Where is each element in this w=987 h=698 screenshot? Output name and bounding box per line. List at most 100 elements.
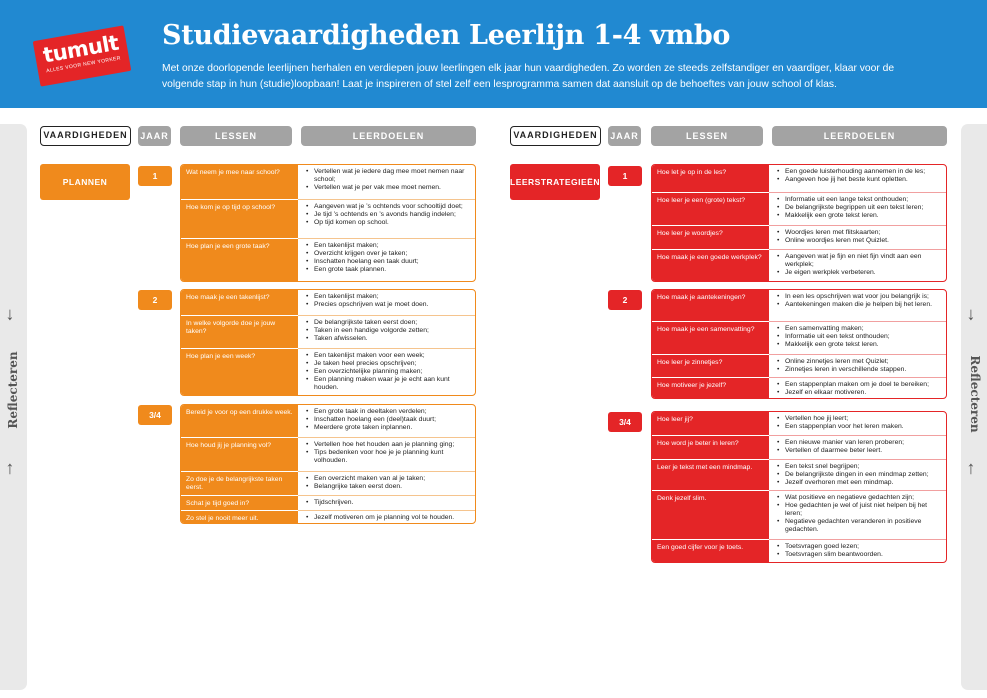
goal-item: Negatieve gedachten veranderen in positi…	[777, 518, 941, 534]
lesson-goals: Een stappenplan maken om je doel te bere…	[769, 378, 946, 398]
goal-item: De belangrijkste taken eerst doen;	[306, 319, 470, 327]
goal-item: Een takenlijst maken;	[306, 242, 470, 250]
lesson-title: Hoe maak je aantekeningen?	[652, 290, 769, 321]
goal-item: Makkelijk een grote tekst leren.	[777, 212, 941, 220]
lesson-goals: Jezelf motiveren om je planning vol te h…	[298, 511, 475, 523]
goal-item: Inschatten hoelang een taak duurt;	[306, 258, 470, 266]
row-divider	[769, 539, 946, 540]
goal-item: Op tijd komen op school.	[306, 219, 470, 227]
colhead-skills-right: VAARDIGHEDEN	[510, 126, 601, 146]
goal-item: Zinnetjes leren in verschillende stappen…	[777, 366, 941, 374]
goal-item: Een grote taak plannen.	[306, 266, 470, 274]
goal-item: Online woordjes leren met Quizlet.	[777, 237, 941, 245]
goal-item: Aantekeningen maken die je helpen bij he…	[777, 301, 941, 309]
reflect-bar-right: → Reflecteren ←	[961, 124, 987, 690]
goal-item: Vertellen wat je per vak mee moet nemen.	[306, 184, 470, 192]
lesson-title: Hoe kom je op tijd op school?	[181, 200, 298, 238]
row-divider	[652, 321, 769, 322]
reflect-label-left: Reflecteren	[6, 351, 20, 429]
goal-item: Inschatten hoelang een (deel)taak duurt;	[306, 416, 470, 424]
lesson-goals: Een overzicht maken van al je taken; Bel…	[298, 472, 475, 495]
row-divider	[298, 348, 475, 349]
row-divider	[652, 225, 769, 226]
goal-item: Een takenlijst maken voor een week;	[306, 352, 470, 360]
row-divider	[769, 192, 946, 193]
goal-item: Een goede luisterhouding aannemen in de …	[777, 168, 941, 176]
goal-item: Tijdschrijven.	[306, 499, 470, 507]
lesson-row[interactable]: Hoe motiveer je jezelf? Een stappenplan …	[652, 378, 946, 398]
goal-item: Woordjes leren met flitskaarten;	[777, 229, 941, 237]
lesson-goals: Tijdschrijven.	[298, 496, 475, 510]
lesson-row[interactable]: In welke volgorde doe je jouw taken? De …	[181, 316, 475, 348]
row-divider	[652, 435, 769, 436]
goal-item: Belangrijke taken eerst doen.	[306, 483, 470, 491]
year-badge: 2	[138, 290, 172, 310]
goal-item: Taken in een handige volgorde zetten;	[306, 327, 470, 335]
lesson-title: Hoe plan je een week?	[181, 349, 298, 395]
lesson-title: In welke volgorde doe je jouw taken?	[181, 316, 298, 348]
lesson-goals: Vertellen hoe jij leert; Een stappenplan…	[769, 412, 946, 435]
reflect-bar-left: → Reflecteren ←	[0, 124, 27, 690]
lesson-row[interactable]: Hoe houd jij je planning vol? Vertellen …	[181, 438, 475, 471]
lesson-goals: Toetsvragen goed lezen; Toetsvragen slim…	[769, 540, 946, 562]
row-divider	[769, 354, 946, 355]
row-divider	[769, 225, 946, 226]
lesson-row[interactable]: Hoe leer je een (grote) tekst? Informati…	[652, 193, 946, 225]
lesson-row[interactable]: Zo stel je nooit meer uit. Jezelf motive…	[181, 511, 475, 523]
colhead-year-right: JAAR	[608, 126, 641, 146]
lesson-goals: Aangeven wat je fijn en niet fijn vindt …	[769, 250, 946, 281]
goal-item: Jezelf en elkaar motiveren.	[777, 389, 941, 397]
lesson-row[interactable]: Leer je tekst met een mindmap. Een tekst…	[652, 460, 946, 490]
row-divider	[298, 315, 475, 316]
lesson-row[interactable]: Denk jezelf slim. Wat positieve en negat…	[652, 491, 946, 539]
row-divider	[652, 354, 769, 355]
colhead-lessons-left: LESSEN	[180, 126, 292, 146]
lesson-row[interactable]: Hoe maak je een samenvatting? Een samenv…	[652, 322, 946, 354]
lesson-row[interactable]: Hoe plan je een week? Een takenlijst mak…	[181, 349, 475, 395]
goal-item: Meerdere grote taken inplannen.	[306, 424, 470, 432]
goal-item: Jezelf overhoren met een mindmap.	[777, 479, 941, 487]
colhead-lessons-right: LESSEN	[651, 126, 763, 146]
lesson-row[interactable]: Schat je tijd goed in? Tijdschrijven.	[181, 496, 475, 510]
lesson-block: Hoe leer jij? Vertellen hoe jij leert; E…	[651, 411, 947, 563]
lesson-row[interactable]: Bereid je voor op een drukke week. Een g…	[181, 405, 475, 437]
lesson-row[interactable]: Hoe leer jij? Vertellen hoe jij leert; E…	[652, 412, 946, 435]
year-badge: 3/4	[138, 405, 172, 425]
goal-item: Toetsvragen slim beantwoorden.	[777, 551, 941, 559]
tumult-logo[interactable]: tumult ALLES VOOR NEW YORKER	[32, 25, 132, 87]
year-badge: 3/4	[608, 412, 642, 432]
lesson-title: Zo doe je de belangrijkste taken eerst.	[181, 472, 298, 495]
goal-item: De belangrijkste dingen in een mindmap z…	[777, 471, 941, 479]
lesson-row[interactable]: Zo doe je de belangrijkste taken eerst. …	[181, 472, 475, 495]
goal-item: Een overzicht maken van al je taken;	[306, 475, 470, 483]
lesson-row[interactable]: Hoe leer je woordjes? Woordjes leren met…	[652, 226, 946, 249]
page-title: Studievaardigheden Leerlijn 1-4 vmbo	[162, 20, 731, 51]
lesson-block: Wat neem je mee naar school? Vertellen w…	[180, 164, 476, 282]
lesson-row[interactable]: Wat neem je mee naar school? Vertellen w…	[181, 165, 475, 199]
lesson-goals: Online zinnetjes leren met Quizlet; Zinn…	[769, 355, 946, 377]
goal-item: Tips bedenken voor hoe je je planning ku…	[306, 449, 470, 465]
row-divider	[652, 377, 769, 378]
lesson-row[interactable]: Hoe maak je aantekeningen? In een les op…	[652, 290, 946, 321]
goal-item: Een overzichtelijke planning maken;	[306, 368, 470, 376]
row-divider	[769, 459, 946, 460]
row-divider	[181, 495, 298, 496]
lesson-row[interactable]: Hoe let je op in de les? Een goede luist…	[652, 165, 946, 192]
row-divider	[298, 471, 475, 472]
goal-item: Precies opschrijven wat je moet doen.	[306, 301, 470, 309]
goal-item: Toetsvragen goed lezen;	[777, 543, 941, 551]
lesson-row[interactable]: Hoe leer je zinnetjes? Online zinnetjes …	[652, 355, 946, 377]
lesson-row[interactable]: Hoe plan je een grote taak? Een takenlij…	[181, 239, 475, 281]
lesson-row[interactable]: Een goed cijfer voor je toets. Toetsvrag…	[652, 540, 946, 562]
lesson-title: Hoe word je beter in leren?	[652, 436, 769, 459]
lesson-block: Hoe maak je aantekeningen? In een les op…	[651, 289, 947, 399]
lesson-row[interactable]: Hoe maak je een goede werkplek? Aangeven…	[652, 250, 946, 281]
lesson-title: Een goed cijfer voor je toets.	[652, 540, 769, 562]
lesson-goals: Een grote taak in deeltaken verdelen; In…	[298, 405, 475, 437]
lesson-row[interactable]: Hoe word je beter in leren? Een nieuwe m…	[652, 436, 946, 459]
lesson-row[interactable]: Hoe maak je een takenlijst? Een takenlij…	[181, 290, 475, 315]
row-divider	[181, 348, 298, 349]
lesson-row[interactable]: Hoe kom je op tijd op school? Aangeven w…	[181, 200, 475, 238]
lesson-goals: Een takenlijst maken; Overzicht krijgen …	[298, 239, 475, 281]
row-divider	[298, 238, 475, 239]
